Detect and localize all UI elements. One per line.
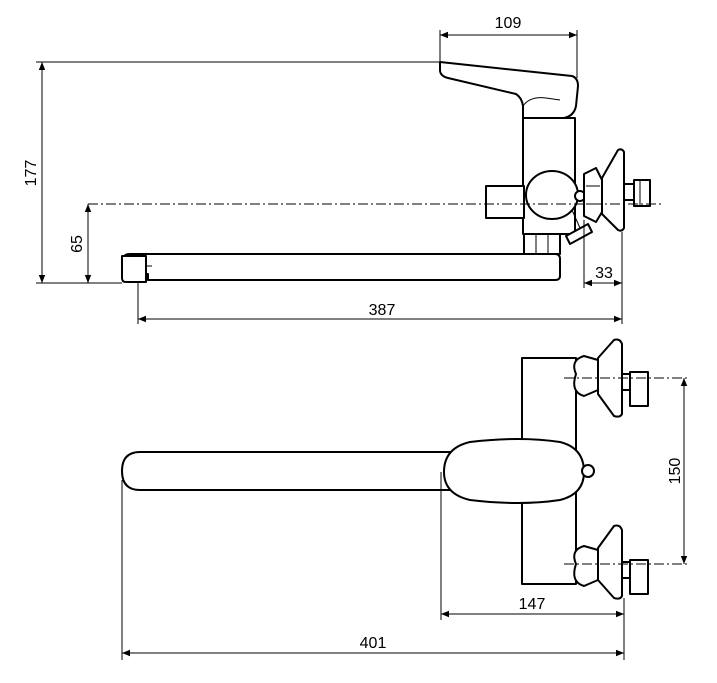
spout-tip: [121, 255, 147, 283]
outlet-stub: [485, 185, 525, 219]
diverter-knob: [525, 170, 579, 220]
top-spout-arm: [121, 451, 451, 491]
body-ring: [523, 231, 561, 255]
dim-overall-length: 401: [360, 635, 387, 652]
dim-spout-height: 65: [69, 235, 86, 253]
top-dimensions: 150 147 401: [121, 378, 688, 660]
dim-eccentric-offset: 33: [595, 265, 613, 282]
lever-handle: [439, 61, 579, 119]
top-view: [121, 338, 690, 600]
top-lower-flange: [597, 524, 623, 600]
spout-pipe: [123, 253, 561, 281]
dim-lever-width: 109: [495, 15, 522, 32]
wall-flange: [601, 148, 625, 232]
side-dimensions: 109 177 65 387 33: [23, 15, 623, 324]
diverter-pin: [565, 223, 593, 245]
eccentric-nut: [583, 167, 603, 223]
top-lower-nut: [573, 545, 599, 587]
side-view: [88, 61, 664, 283]
top-lever-oval: [443, 438, 585, 504]
dim-inlet-spacing: 150: [667, 458, 684, 485]
dim-body-to-wall: 147: [519, 596, 546, 613]
dim-spout-reach: 387: [369, 302, 396, 319]
dim-total-height: 177: [23, 160, 40, 187]
top-upper-nut: [573, 355, 599, 397]
